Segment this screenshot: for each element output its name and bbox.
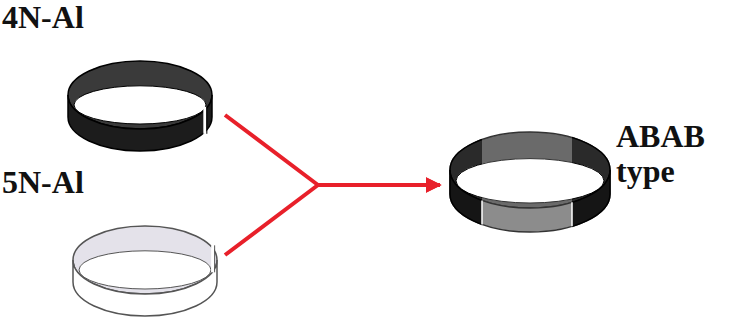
ring-band xyxy=(73,260,217,316)
ring-hole xyxy=(456,159,604,203)
ring-band xyxy=(450,170,610,232)
ring-split xyxy=(211,245,214,272)
ring-hole xyxy=(456,159,604,203)
ring-body xyxy=(73,226,217,316)
ring-label: 4N-Al xyxy=(2,0,84,35)
ring-node: ABAB type xyxy=(440,95,740,265)
ring-split xyxy=(203,107,206,134)
ring-label: 5N-Al xyxy=(2,165,84,200)
ring-body xyxy=(450,132,610,232)
ring-body xyxy=(68,61,212,151)
merge-arrow xyxy=(225,185,440,255)
ring-label: ABAB type xyxy=(616,119,716,189)
segment-joint xyxy=(481,200,483,224)
ring-split-edge xyxy=(206,107,207,134)
ring-node: 4N-Al xyxy=(0,0,225,160)
ring-split-edge xyxy=(214,245,215,272)
ring-hole xyxy=(74,86,206,124)
merge-arrow xyxy=(225,115,440,185)
ring-band xyxy=(68,95,212,151)
ring-body xyxy=(450,132,610,232)
segment-joint xyxy=(571,202,573,226)
ring-hole xyxy=(79,251,211,289)
ring-node: 5N-Al xyxy=(0,165,225,335)
